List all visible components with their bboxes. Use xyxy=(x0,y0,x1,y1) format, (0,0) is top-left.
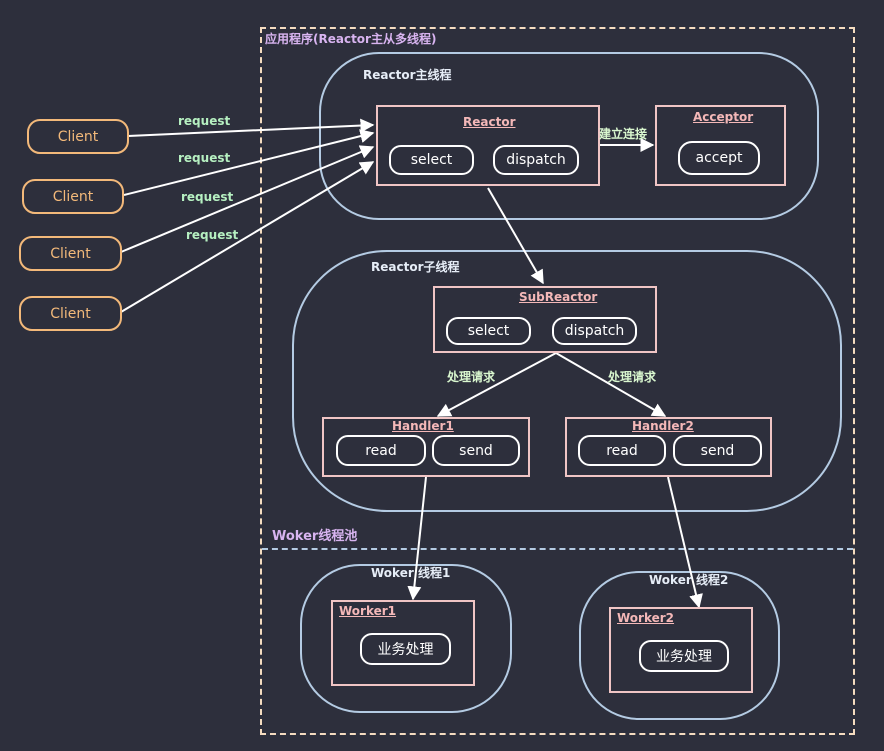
worker2-box[interactable] xyxy=(609,607,753,693)
handler2-read-button[interactable]: read xyxy=(578,435,666,466)
handler2-box[interactable] xyxy=(565,417,772,477)
application-frame xyxy=(260,27,855,735)
worker2-title: Worker2 xyxy=(617,611,675,625)
subreactor-dispatch-button[interactable]: dispatch xyxy=(552,317,637,345)
acceptor-box[interactable] xyxy=(655,105,786,186)
worker-thread1-group xyxy=(300,564,512,713)
client-1[interactable]: Client xyxy=(27,119,129,154)
handler2-to-worker2-arrow xyxy=(667,476,703,609)
client-2[interactable]: Client xyxy=(22,179,124,214)
subreactor-title: SubReactor xyxy=(519,290,598,304)
reactor-to-subreactor-arrow xyxy=(487,187,544,285)
worker-thread1-label: Woker 线程1 xyxy=(371,566,451,580)
worker-pool-divider xyxy=(262,548,853,550)
reactor-dispatch-button[interactable]: dispatch xyxy=(493,145,579,175)
client-4[interactable]: Client xyxy=(19,296,122,331)
worker1-task-button[interactable]: 业务处理 xyxy=(360,633,451,665)
request-arrow-3 xyxy=(120,145,375,253)
subreactor-to-handler1-arrow xyxy=(436,352,557,417)
subreactor-select-button[interactable]: select xyxy=(446,317,531,345)
request-label-1: request xyxy=(178,114,231,128)
worker1-box[interactable] xyxy=(331,600,475,686)
handler1-read-button[interactable]: read xyxy=(336,435,426,466)
worker2-task-button[interactable]: 业务处理 xyxy=(639,640,729,672)
handler1-title: Handler1 xyxy=(392,419,454,433)
accept-button[interactable]: accept xyxy=(678,141,760,175)
reactor-main-thread-group xyxy=(319,52,819,220)
main-thread-label: Reactor主线程 xyxy=(363,68,452,82)
request-arrow-1 xyxy=(127,118,375,137)
acceptor-title: Acceptor xyxy=(693,110,754,124)
client-3[interactable]: Client xyxy=(19,236,122,271)
request-label-3: request xyxy=(181,190,234,204)
subreactor-box[interactable] xyxy=(433,286,657,353)
reactor-box[interactable] xyxy=(376,105,600,186)
reactor-select-button[interactable]: select xyxy=(389,145,474,175)
worker-thread2-label: Woker 线程2 xyxy=(649,573,729,587)
sub-thread-label: Reactor子线程 xyxy=(371,260,460,274)
request-label-2: request xyxy=(178,151,231,165)
request-arrow-2 xyxy=(123,129,375,196)
worker1-title: Worker1 xyxy=(339,604,397,618)
worker-thread2-group xyxy=(579,571,780,720)
process-label-1: 处理请求 xyxy=(447,370,496,384)
handler1-to-worker1-arrow xyxy=(407,476,427,601)
application-label: 应用程序(Reactor主从多线程) xyxy=(265,32,437,46)
handler2-send-button[interactable]: send xyxy=(673,435,762,466)
subreactor-to-handler2-arrow xyxy=(555,352,667,417)
handler2-title: Handler2 xyxy=(632,419,694,433)
reactor-sub-thread-group xyxy=(292,250,842,512)
reactor-title: Reactor xyxy=(463,115,516,129)
worker-pool-label: Woker线程池 xyxy=(272,529,358,544)
process-label-2: 处理请求 xyxy=(608,370,657,384)
connect-label: 建立连接 xyxy=(599,127,648,141)
request-arrow-4 xyxy=(120,161,375,313)
handler1-send-button[interactable]: send xyxy=(432,435,520,466)
handler1-box[interactable] xyxy=(322,417,530,477)
request-label-4: request xyxy=(186,228,239,242)
